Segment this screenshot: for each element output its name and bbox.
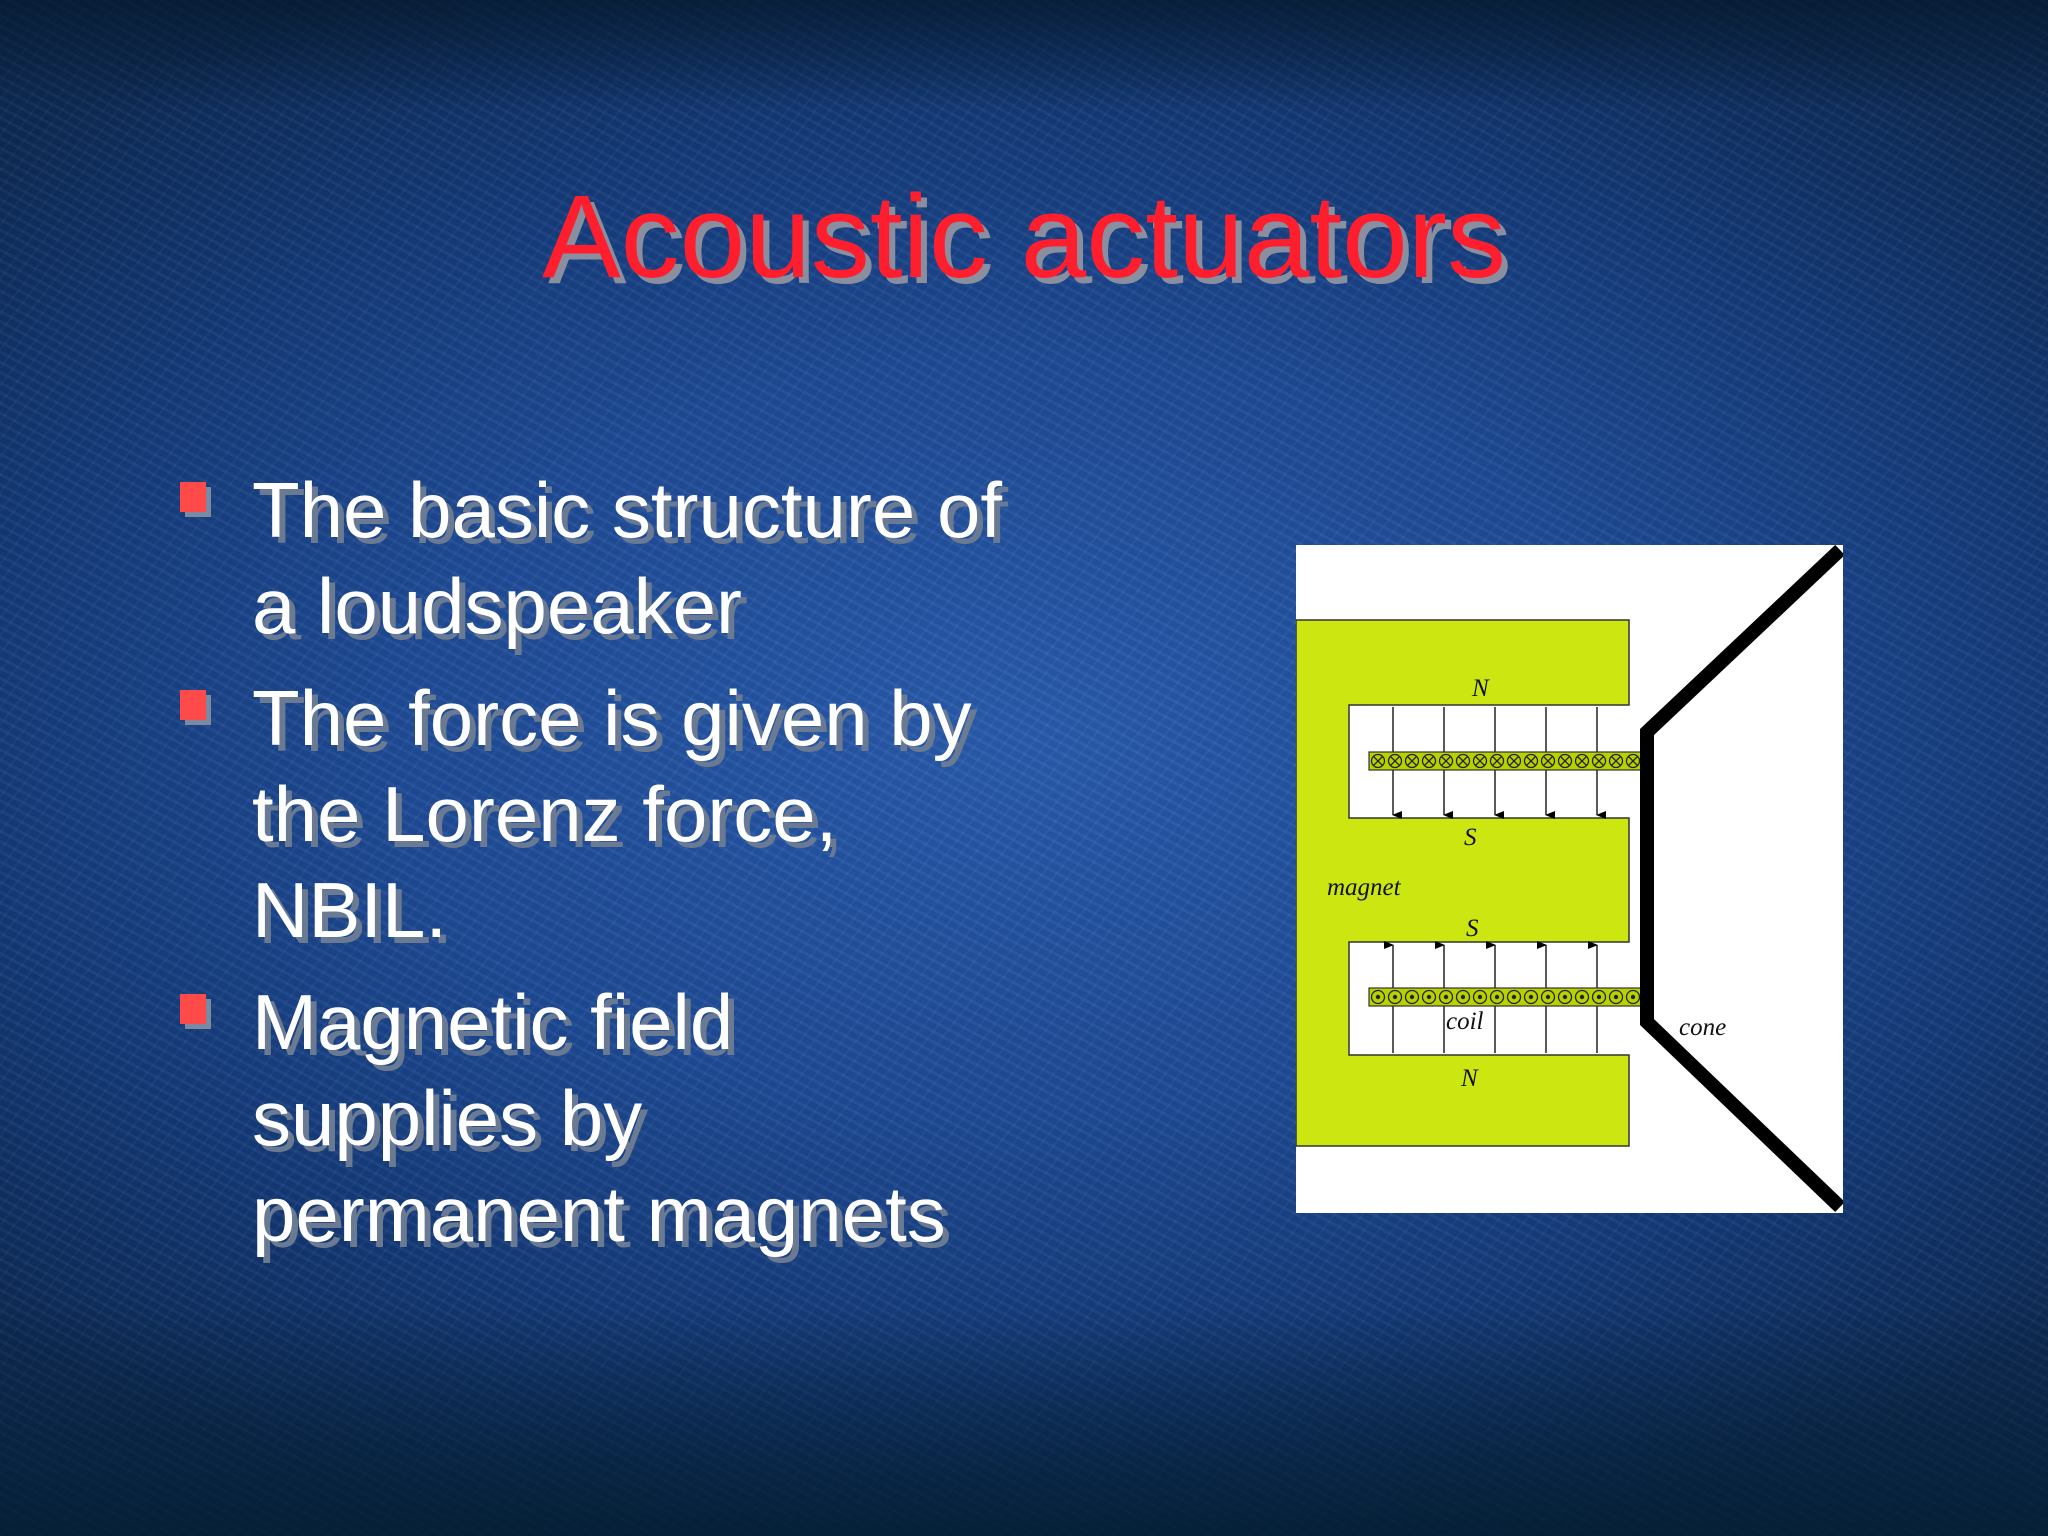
coil-upper	[1368, 751, 1644, 771]
current-out-of-page-icon	[1455, 989, 1471, 1005]
current-into-page-icon	[1625, 753, 1641, 769]
current-out-of-page-icon	[1438, 989, 1454, 1005]
bullet-list: The basic structure of a loudspeaker The…	[178, 462, 1058, 1278]
square-bullet-icon	[180, 994, 206, 1024]
current-out-of-page-icon	[1591, 989, 1607, 1005]
label-cone: cone	[1679, 1014, 1726, 1041]
current-into-page-icon	[1506, 753, 1522, 769]
current-out-of-page-icon	[1404, 989, 1420, 1005]
coil-lower	[1368, 987, 1644, 1007]
current-out-of-page-icon	[1574, 989, 1590, 1005]
current-out-of-page-icon	[1523, 989, 1539, 1005]
current-out-of-page-icon	[1625, 989, 1641, 1005]
bullet-line: supplies by	[252, 1074, 643, 1162]
square-bullet-icon	[180, 482, 206, 512]
bullet-line: Magnetic field	[252, 978, 734, 1066]
current-into-page-icon	[1591, 753, 1607, 769]
bullet-item-1: The basic structure of a loudspeaker	[178, 462, 1058, 654]
loudspeaker-diagram-svg: N S magnet S coil N cone	[1296, 545, 1843, 1213]
speaker-cone	[1640, 545, 1843, 1213]
label-pole-lower-s: S	[1466, 915, 1479, 942]
current-into-page-icon	[1370, 753, 1386, 769]
label-pole-bottom-n: N	[1460, 1065, 1479, 1092]
bullet-item-2: The force is given by the Lorenz force, …	[178, 670, 1058, 958]
current-into-page-icon	[1523, 753, 1539, 769]
current-out-of-page-icon	[1608, 989, 1624, 1005]
bullet-line: the Lorenz force,	[252, 770, 838, 858]
current-into-page-icon	[1540, 753, 1556, 769]
bullet-item-3: Magnetic field supplies by permanent mag…	[178, 974, 1058, 1262]
label-coil: coil	[1446, 1008, 1484, 1035]
bullet-line: The force is given by	[252, 674, 972, 762]
current-into-page-icon	[1557, 753, 1573, 769]
current-into-page-icon	[1421, 753, 1437, 769]
current-out-of-page-icon	[1489, 989, 1505, 1005]
current-out-of-page-icon	[1472, 989, 1488, 1005]
current-into-page-icon	[1404, 753, 1420, 769]
current-into-page-icon	[1387, 753, 1403, 769]
label-magnet: magnet	[1327, 874, 1402, 901]
bullet-line: The basic structure of	[252, 466, 1002, 554]
current-into-page-icon	[1489, 753, 1505, 769]
square-bullet-icon	[180, 690, 206, 720]
current-out-of-page-icon	[1506, 989, 1522, 1005]
label-pole-upper-s: S	[1464, 824, 1477, 851]
slide-title: Acoustic actuators	[541, 171, 1507, 303]
current-into-page-icon	[1455, 753, 1471, 769]
label-pole-top-n: N	[1471, 675, 1490, 702]
current-out-of-page-icon	[1387, 989, 1403, 1005]
current-out-of-page-icon	[1557, 989, 1573, 1005]
bullet-line: a loudspeaker	[252, 562, 743, 650]
current-into-page-icon	[1574, 753, 1590, 769]
current-into-page-icon	[1608, 753, 1624, 769]
loudspeaker-diagram: N S magnet S coil N cone	[1296, 545, 1843, 1213]
current-out-of-page-icon	[1421, 989, 1437, 1005]
bullet-line: NBIL.	[252, 866, 448, 954]
current-into-page-icon	[1438, 753, 1454, 769]
bullet-line: permanent magnets	[252, 1170, 946, 1258]
magnet-body	[1296, 619, 1630, 1147]
current-into-page-icon	[1472, 753, 1488, 769]
current-out-of-page-icon	[1370, 989, 1386, 1005]
current-out-of-page-icon	[1540, 989, 1556, 1005]
